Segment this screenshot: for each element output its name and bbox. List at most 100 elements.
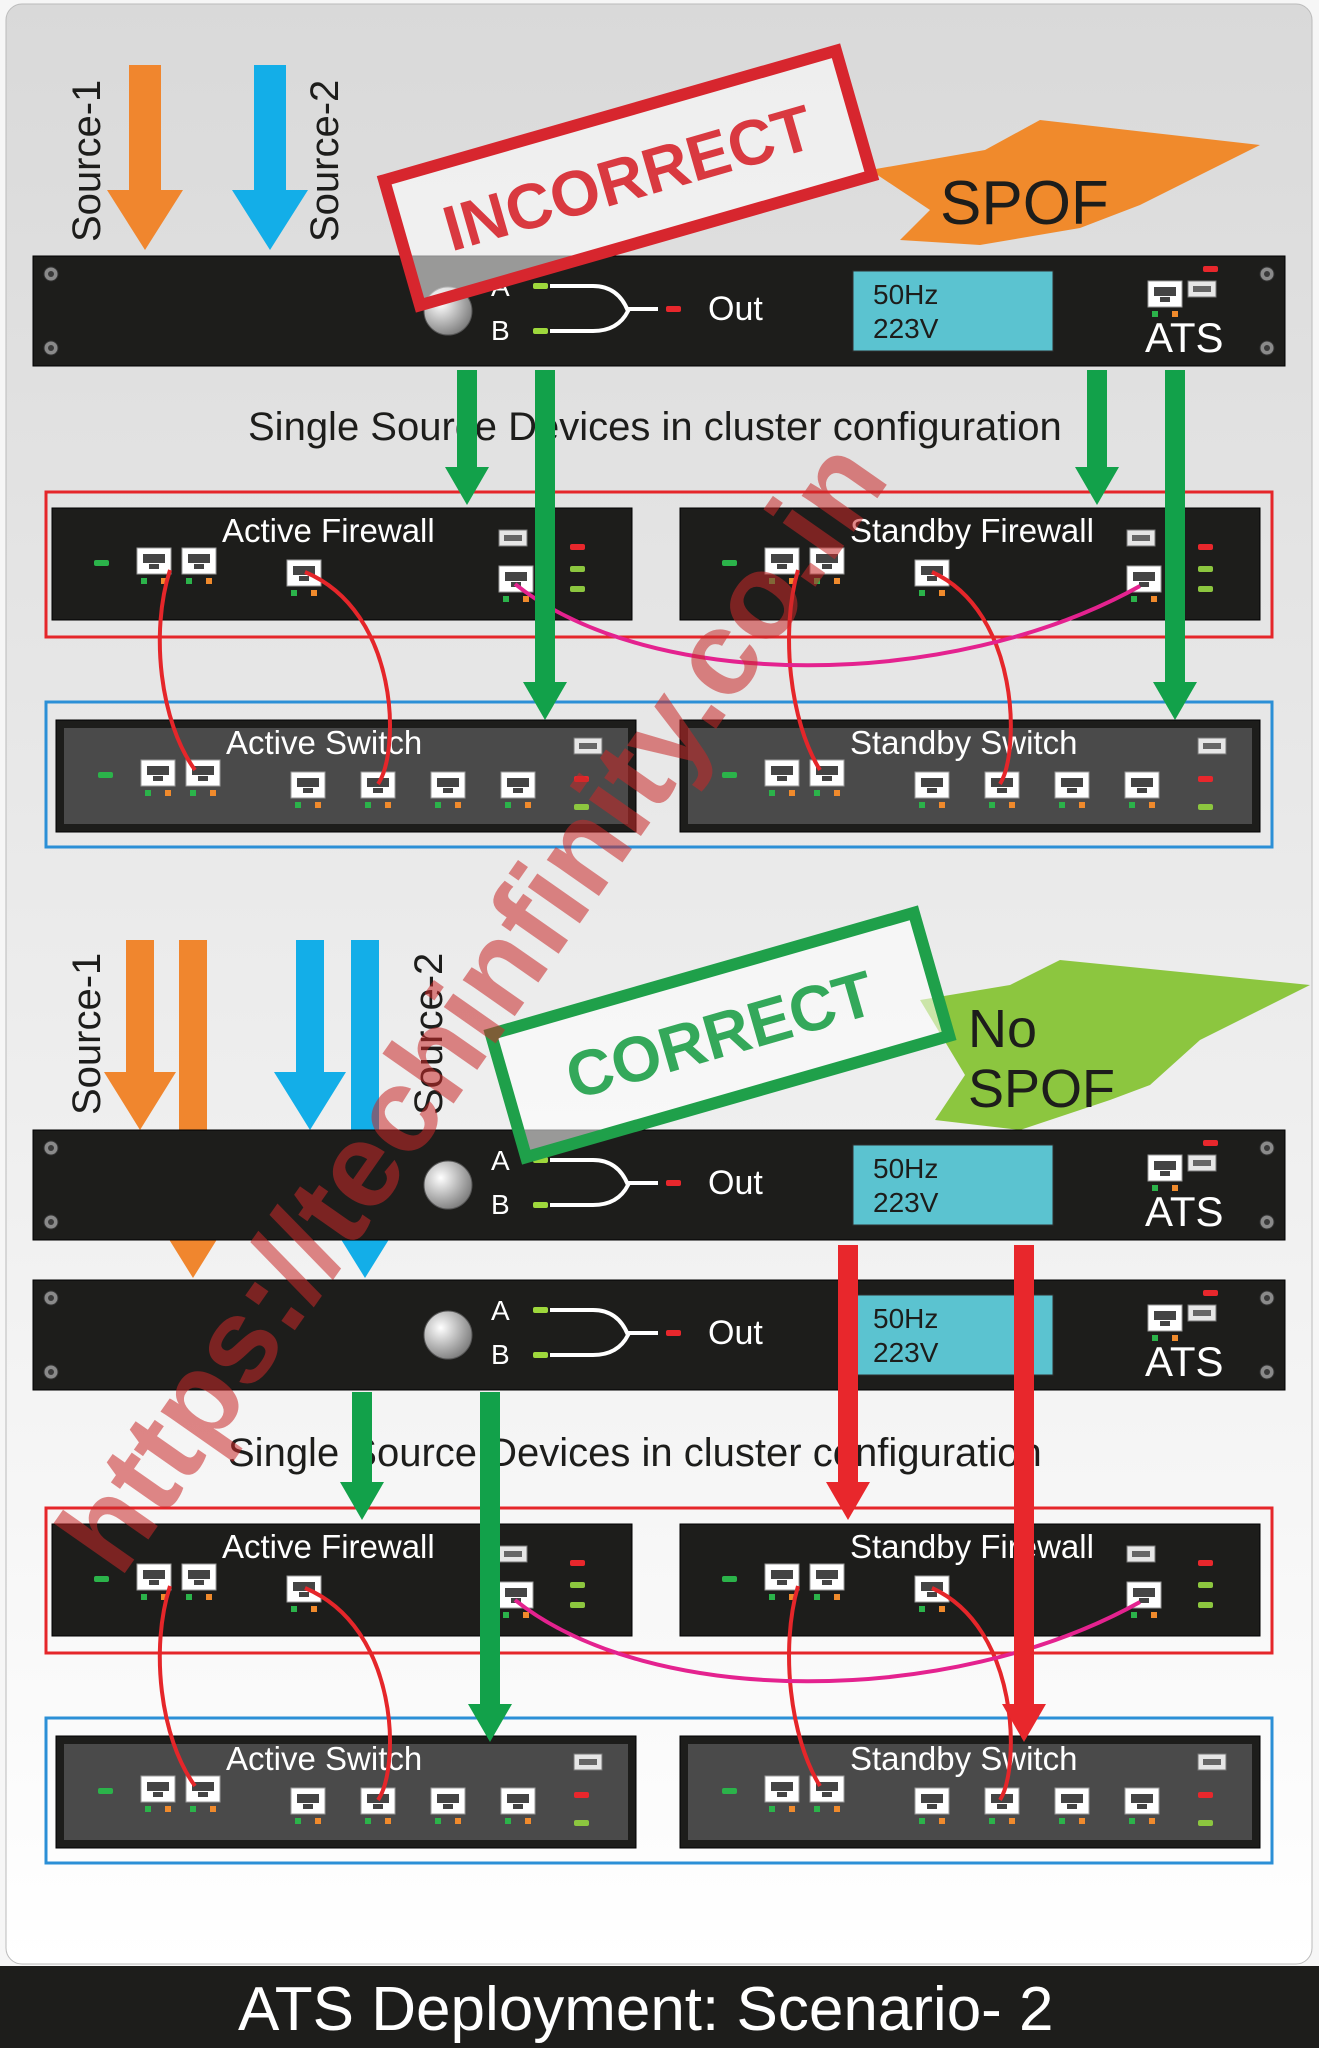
ethernet-port	[140, 1775, 176, 1812]
input-b-label: B	[491, 1339, 510, 1370]
ats-label: ATS	[1145, 1338, 1224, 1385]
status-led	[1198, 566, 1213, 572]
source-2-label: Source-2	[303, 80, 347, 242]
power-feed-arrow	[826, 1245, 870, 1520]
caption: Single Source Devices in cluster configu…	[248, 405, 1062, 449]
data-cable	[787, 1585, 822, 1788]
ethernet-port	[185, 759, 221, 796]
device-label: Active Firewall	[222, 512, 435, 549]
ethernet-port	[286, 1575, 322, 1612]
switch-device: Standby Switch	[679, 719, 1261, 833]
output-label: Out	[708, 1164, 763, 1202]
power-feed-arrow	[1153, 370, 1197, 720]
ethernet-port	[1054, 1787, 1090, 1824]
status-led	[1203, 266, 1218, 272]
power-led	[722, 772, 737, 778]
switch-device: Active Switch	[55, 1735, 637, 1849]
alarm-led	[574, 1792, 589, 1798]
ethernet-port	[500, 771, 536, 808]
device-label: Active Switch	[226, 1740, 422, 1777]
screw	[43, 1290, 59, 1306]
screw	[1259, 266, 1275, 282]
alarm-led	[570, 544, 585, 550]
source-2-arrow	[232, 65, 308, 250]
ethernet-port	[498, 1581, 534, 1618]
device-label: Standby Firewall	[850, 1528, 1094, 1565]
input-a-label: A	[491, 1145, 510, 1176]
screw	[43, 340, 59, 356]
ethernet-port	[1124, 1787, 1160, 1824]
ethernet-port	[136, 1563, 172, 1600]
page-title: ATS Deployment: Scenario- 2	[238, 1975, 1054, 2044]
alarm-led	[1198, 1560, 1213, 1566]
section-incorrect: Source-1Source-2SPOFABOut50Hz223VATSINCO…	[32, 43, 1286, 849]
data-cable	[304, 570, 392, 786]
alarm-led	[1198, 776, 1213, 782]
data-cable	[157, 569, 197, 772]
status-led	[1198, 586, 1213, 592]
alarm-led	[1198, 544, 1213, 550]
display-frequency: 50Hz	[873, 279, 938, 310]
ethernet-port	[764, 1563, 800, 1600]
cables	[157, 569, 1141, 786]
ethernet-port	[430, 771, 466, 808]
screw	[1259, 1140, 1275, 1156]
source-2-arrow	[274, 940, 346, 1130]
source-2-label: Source-2	[407, 953, 451, 1115]
switch-group-frame	[44, 700, 1274, 849]
screw	[1259, 1214, 1275, 1230]
display-voltage: 223V	[873, 1337, 939, 1368]
usb-port	[1197, 1753, 1227, 1771]
burst-text: No	[968, 999, 1037, 1059]
ethernet-port	[809, 1563, 845, 1600]
status-led	[574, 1820, 589, 1826]
power-feed-arrow	[445, 370, 489, 505]
data-cable	[157, 1585, 197, 1788]
power-feed-arrow	[1075, 370, 1119, 505]
status-led	[1203, 1140, 1218, 1146]
status-led	[1198, 1602, 1213, 1608]
power-led	[98, 772, 113, 778]
ethernet-port	[1124, 771, 1160, 808]
burst-shape	[870, 120, 1260, 245]
ats-label: ATS	[1145, 1188, 1224, 1235]
ethernet-port	[290, 1787, 326, 1824]
source-1-arrow	[157, 940, 229, 1278]
ethernet-port	[764, 547, 800, 584]
ethernet-port	[914, 1787, 950, 1824]
alarm-led	[574, 776, 589, 782]
source-1-label: Source-1	[65, 953, 109, 1115]
data-cable	[931, 570, 1013, 786]
device-label: Standby Switch	[850, 724, 1077, 761]
screw	[43, 1364, 59, 1380]
title-bar	[0, 1966, 1319, 2048]
ethernet-port	[809, 547, 845, 584]
burst-shape	[920, 960, 1310, 1130]
screw	[43, 1214, 59, 1230]
device-label: Standby Switch	[850, 1740, 1077, 1777]
input-a-led	[533, 1307, 548, 1313]
ethernet-port	[764, 1775, 800, 1812]
display-voltage: 223V	[873, 1187, 939, 1218]
usb-port	[1187, 280, 1217, 298]
status-led	[1203, 1290, 1218, 1296]
source-1-arrow	[107, 65, 183, 250]
selector-knob	[423, 1310, 473, 1360]
burst-text: SPOF	[968, 1059, 1115, 1119]
ethernet-port	[290, 771, 326, 808]
ethernet-port	[360, 771, 396, 808]
firewall-group-frame	[44, 490, 1274, 639]
data-cable	[931, 1586, 1013, 1802]
firewall-device: Standby Firewall	[679, 507, 1261, 621]
ethernet-port	[1147, 280, 1183, 317]
screw	[1259, 1290, 1275, 1306]
alarm-led	[1198, 1792, 1213, 1798]
usb-port	[498, 529, 528, 547]
input-b-label: B	[491, 315, 510, 346]
cables	[157, 1585, 1141, 1802]
caption: Single Source Devices in cluster configu…	[228, 1431, 1042, 1475]
ha-sync-cable	[513, 1598, 1141, 1684]
